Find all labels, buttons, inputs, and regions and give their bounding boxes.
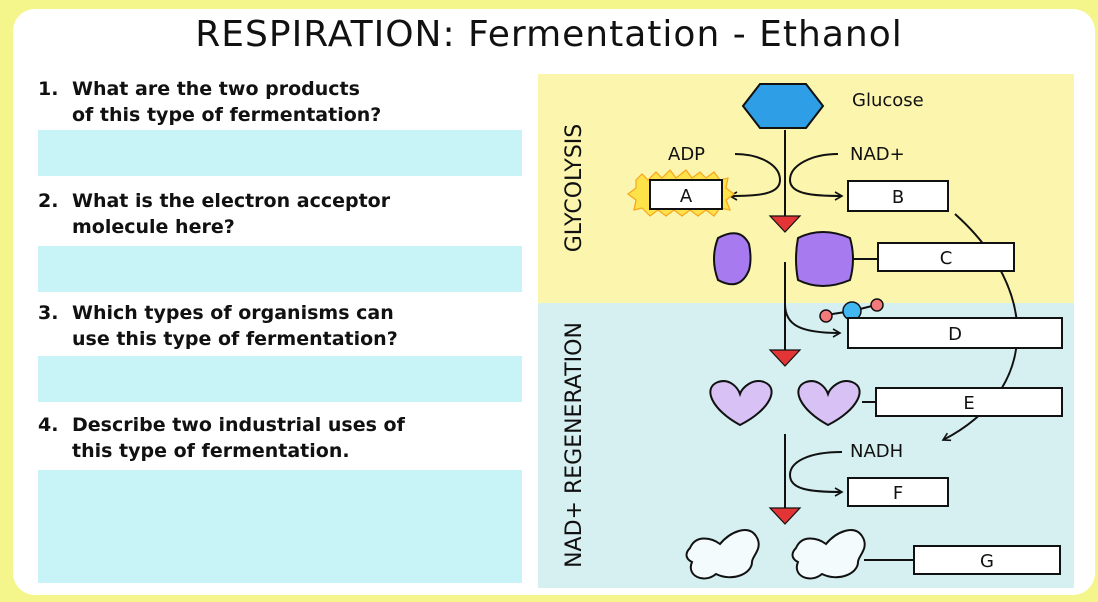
adp-label: ADP [668,144,705,165]
answer-box-4[interactable] [38,470,522,583]
red-arrowhead-icon [768,349,802,367]
question-3: 3. Which types of organisms can use this … [38,300,398,352]
question-2: 2. What is the electron acceptor molecule… [38,188,390,240]
question-number: 1. [38,78,59,100]
ethanol-molecule-icon [791,529,866,580]
label-box-c [877,242,1015,272]
question-4: 4. Describe two industrial uses of this t… [38,412,405,464]
label-box-c-text: C [940,248,953,269]
co2-branch-arrow [784,303,842,338]
oxygen-atom-icon [870,298,884,312]
label-box-b [847,180,949,212]
label-box-a [649,179,723,210]
red-arrowhead-icon [768,215,802,233]
question-text-line2: this type of fermentation. [72,440,350,462]
stage-label-regeneration: NAD+ REGENERATION [562,322,587,568]
glucose-hexagon-icon [741,83,825,129]
nad-plus-label: NAD+ [850,144,905,165]
pyruvate-molecule-icon [713,232,752,286]
label-box-d-text: D [948,324,962,345]
question-text-line1: Which types of organisms can [72,302,394,324]
label-box-a-text: A [680,186,693,207]
question-text-line1: What are the two products [72,78,360,100]
ethanol-molecule-icon [685,529,760,580]
question-text-line2: of this type of fermentation? [72,104,382,126]
nadh-to-nad-arrow [788,451,844,497]
question-1: 1. What are the two products of this type… [38,76,381,128]
question-text-line1: What is the electron acceptor [72,190,391,212]
question-text-line2: use this type of fermentation? [72,328,398,350]
label-box-b-text: B [892,187,904,208]
label-box-d [847,317,1063,349]
acetaldehyde-molecule-icon [709,380,773,427]
adp-to-atp-arrow [728,153,782,201]
question-number: 4. [38,414,59,436]
acetaldehyde-molecule-icon [797,380,861,427]
nad-to-nadh-arrow [788,153,844,201]
label-box-g [913,545,1061,575]
label-box-e-text: E [963,393,974,414]
nadh-label: NADH [850,441,903,462]
page-title: RESPIRATION: Fermentation - Ethanol [195,14,903,55]
question-text-line2: molecule here? [72,216,235,238]
glucose-label: Glucose [852,90,924,111]
question-number: 2. [38,190,59,212]
answer-box-2[interactable] [38,246,522,292]
pyruvate-molecule-icon [795,231,854,287]
question-number: 3. [38,302,59,324]
stage-label-glycolysis: GLYCOLYSIS [562,124,587,253]
label-box-f-text: F [893,483,903,504]
answer-box-3[interactable] [38,356,522,402]
red-arrowhead-icon [768,507,802,525]
answer-box-1[interactable] [38,130,522,176]
oxygen-atom-icon [819,309,833,323]
question-text-line1: Describe two industrial uses of [72,414,405,436]
label-box-f [847,477,949,507]
label-box-g-text: G [980,551,994,572]
label-box-e [875,387,1063,417]
